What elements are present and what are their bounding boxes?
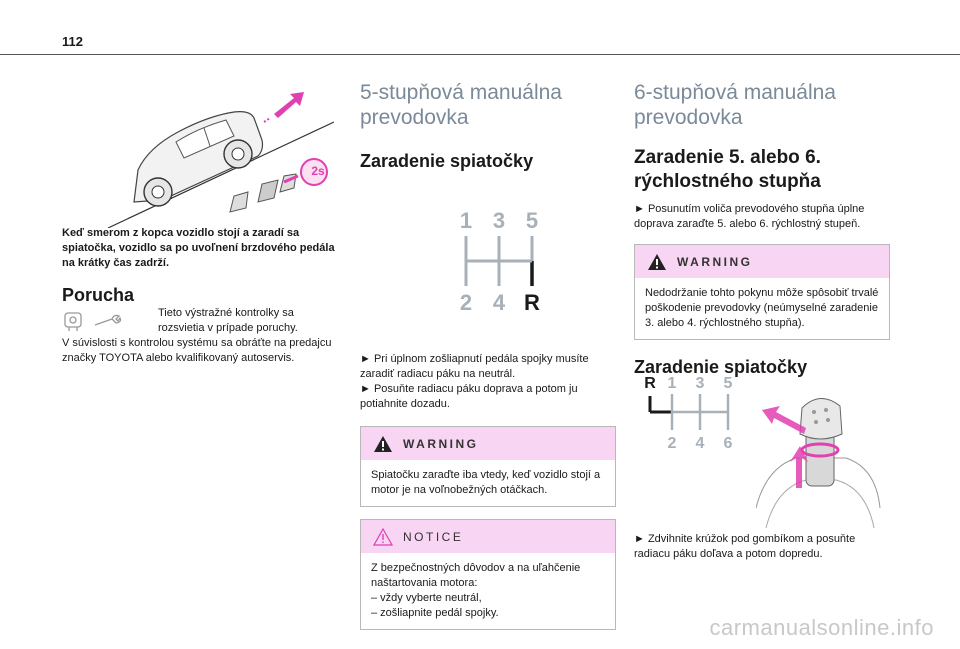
- gear-label-reverse: R: [644, 375, 656, 392]
- section-title-6speed: 6-stupňová manuálna prevodovka: [634, 81, 836, 129]
- top-rule: [0, 54, 960, 55]
- gear-label-3: 3: [696, 375, 705, 392]
- notice-box-5speed: NOTICE Z bezpečnostných dôvodov a na uľa…: [360, 519, 616, 630]
- step-5-6: ► Posunutím voliča prevodového stupňa úp…: [634, 203, 865, 230]
- gear-label-2: 2: [460, 290, 472, 314]
- hill-hold-caption: Keď smerom z kopca vozidlo stojí a zarad…: [62, 227, 335, 269]
- warning-text: Spiatočku zaraďte iba vtedy, keď vozidlo…: [371, 469, 601, 496]
- step-push-right: ► Posuňte radiacu páku doprava a potom j…: [360, 383, 578, 410]
- notice-line: – vždy vyberte neutrál,: [371, 592, 482, 604]
- warning-title: WARNING: [403, 436, 479, 451]
- gearbox-fault-icon: [64, 312, 82, 331]
- gear-pattern-5speed: 1 3 5 2 4 R: [460, 208, 540, 314]
- warning-box-6speed: WARNING Nedodržanie tohto pokynu môže sp…: [634, 244, 890, 340]
- gear-label-3: 3: [493, 208, 505, 233]
- fault-heading: Porucha: [62, 285, 135, 305]
- notice-line: Z bezpečnostných dôvodov a na uľahčenie …: [371, 562, 581, 589]
- watermark: carmanualsonline.info: [709, 615, 934, 640]
- page-number: 112: [62, 34, 83, 49]
- gear-label-6: 6: [724, 435, 733, 452]
- gear-label-1: 1: [668, 375, 677, 392]
- warning-triangle-icon: [374, 435, 392, 452]
- reverse-heading-5speed: Zaradenie spiatočky: [360, 151, 534, 171]
- reverse-heading-6speed: Zaradenie spiatočky: [634, 357, 808, 377]
- middle-column: 5-stupňová manuálna prevodovka Zaradenie…: [360, 80, 616, 630]
- gear-pattern-6speed: R 1 3 5 2 4 6: [644, 375, 733, 452]
- notice-body: Z bezpečnostných dôvodov a na uľahčenie …: [361, 553, 615, 629]
- warning-text: Nedodržanie tohto pokynu môže spôsobiť t…: [645, 287, 879, 329]
- gear-label-1: 1: [460, 208, 472, 233]
- car-on-slope-illustration: [107, 92, 334, 228]
- warning-triangle-icon: [648, 253, 666, 270]
- step-neutral: ► Pri úplnom zošliapnutí pedála spojky m…: [360, 353, 589, 380]
- fault-service-text: V súvislosti s kontrolou systému sa obrá…: [62, 337, 332, 364]
- notice-triangle-icon: [373, 527, 393, 546]
- warning-lamps: [62, 310, 122, 332]
- notice-line: – zošliapnite pedál spojky.: [371, 607, 499, 619]
- gear-lever-illustration: [756, 398, 881, 528]
- gear-label-reverse: R: [524, 290, 540, 314]
- fault-section: Tieto výstražné kontrolky sa rozsvietia …: [62, 307, 342, 370]
- right-column: 6-stupňová manuálna prevodovka Zaradenie…: [634, 80, 890, 560]
- wrench-icon: [94, 314, 122, 326]
- gear-label-4: 4: [696, 435, 705, 452]
- gear-label-5: 5: [526, 208, 538, 233]
- gear-label-2: 2: [668, 435, 677, 452]
- hold-time-badge: 2s: [311, 164, 325, 178]
- warning-title: WARNING: [677, 254, 753, 269]
- gear-label-5: 5: [724, 375, 733, 392]
- gear-5-6-heading: Zaradenie 5. alebo 6. rýchlostného stupň…: [634, 147, 821, 192]
- notice-title: NOTICE: [403, 529, 464, 544]
- section-title-5speed: 5-stupňová manuálna prevodovka: [360, 81, 562, 129]
- step-reverse-lift-ring: ► Zdvihnite krúžok pod gombíkom a posuňt…: [634, 533, 856, 560]
- gear-label-4: 4: [493, 290, 506, 314]
- warning-box-5speed: WARNING Spiatočku zaraďte iba vtedy, keď…: [360, 426, 616, 507]
- fault-lamps-text: Tieto výstražné kontrolky sa rozsvietia …: [158, 307, 298, 334]
